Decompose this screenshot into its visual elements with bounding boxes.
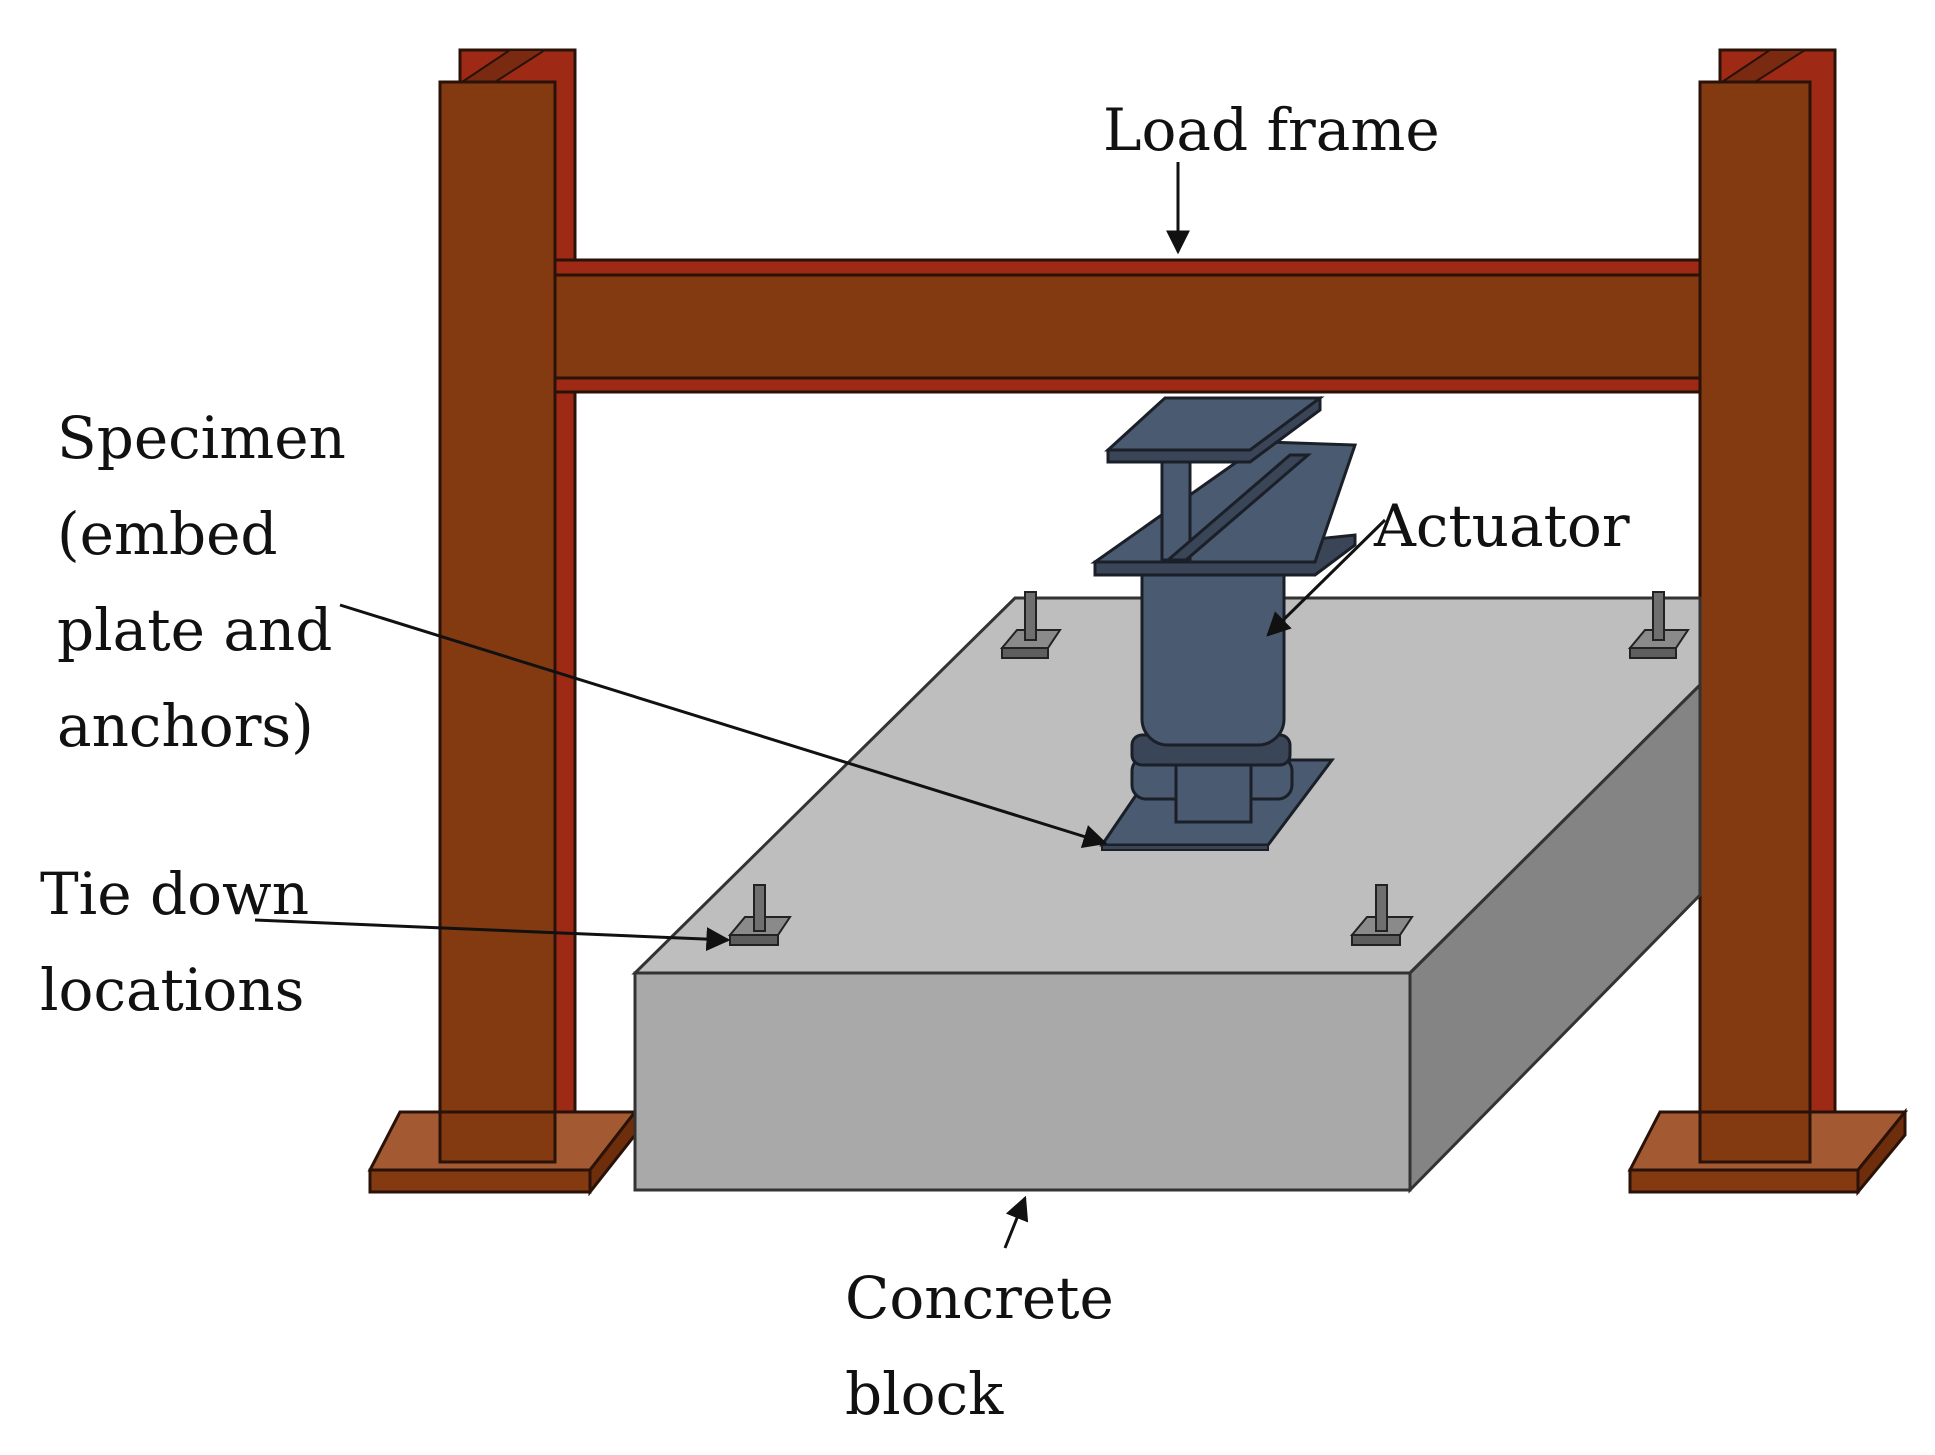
- tie-down-label-line-2: locations: [40, 956, 305, 1024]
- tie-down-anchor-front-left: [727, 884, 792, 946]
- tie-down-anchor-back-right: [1627, 591, 1690, 659]
- right-base-plate: [1627, 1107, 1909, 1197]
- actuator-label: Actuator: [1374, 492, 1630, 560]
- concrete-block-label-line-2: block: [845, 1360, 1004, 1428]
- specimen-leader: [339, 603, 1108, 849]
- load-frame-label: Load frame: [1103, 96, 1440, 164]
- left-column: [438, 48, 577, 1164]
- actuator-leader: [1266, 518, 1387, 637]
- concrete-block-leader: [1003, 1195, 1029, 1249]
- right-column: [1698, 48, 1837, 1164]
- left-base-plate: [367, 1107, 639, 1197]
- tie-down-anchor-back-left: [999, 591, 1062, 659]
- specimen-label-line-3: plate and: [57, 596, 333, 664]
- specimen-label-line-4: anchors): [57, 692, 314, 760]
- tie-down-label-line-1: Tie down: [40, 860, 310, 928]
- tie-down-anchor-front-right: [1349, 884, 1414, 946]
- leader-lines: [254, 162, 1387, 1249]
- specimen-label-line-2: (embed: [57, 500, 278, 568]
- specimen-label-line-1: Specimen: [57, 404, 346, 472]
- load-frame-beam: [553, 258, 1702, 394]
- concrete-block-label-line-1: Concrete: [845, 1264, 1114, 1332]
- tie-down-leader: [254, 918, 731, 952]
- actuator: [1090, 396, 1358, 824]
